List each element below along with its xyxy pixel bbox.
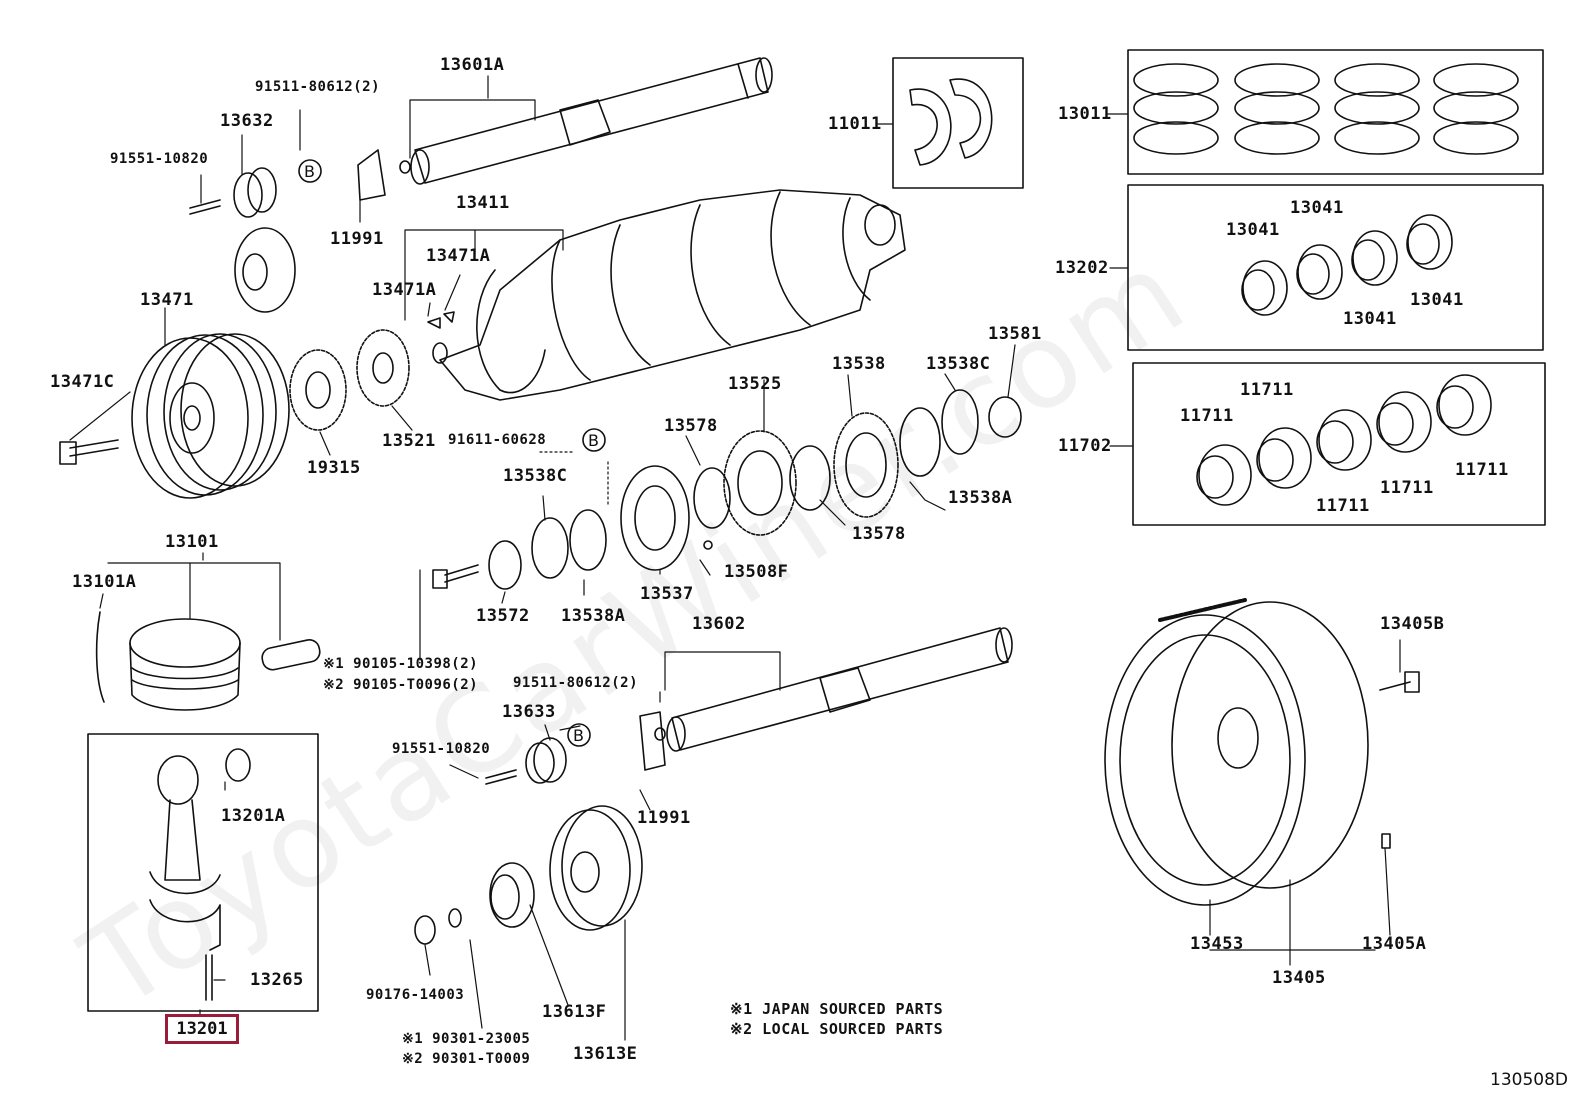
part-label[interactable]: 13581 [988, 324, 1042, 344]
part-label[interactable]: 13011 [1058, 104, 1112, 124]
part-label[interactable]: ※2 90301-T0009 [402, 1051, 531, 1067]
ref-b-lower-label: B [573, 726, 584, 745]
part-label[interactable]: 13632 [220, 111, 274, 131]
part-label[interactable]: 13578 [852, 524, 906, 544]
part-label[interactable]: 11011 [828, 114, 882, 134]
part-label[interactable]: 13405B [1380, 614, 1445, 634]
part-label[interactable]: 13572 [476, 606, 530, 626]
part-label[interactable]: 13538C [503, 466, 568, 486]
box-connecting-rod [87, 733, 319, 1012]
bolt-13471C [59, 439, 119, 465]
part-label[interactable]: 11711 [1240, 380, 1294, 400]
part-label[interactable]: 11991 [637, 808, 691, 828]
part-label[interactable]: 13538A [561, 606, 626, 626]
part-label[interactable]: 19315 [307, 458, 361, 478]
gear-13632 [189, 167, 277, 218]
part-label[interactable]: 13471A [426, 246, 491, 266]
part-label[interactable]: 11991 [330, 229, 384, 249]
diagram-code: 130508D [1490, 1070, 1568, 1090]
part-label[interactable]: 13578 [664, 416, 718, 436]
conrod-bearings [1241, 214, 1453, 316]
part-label[interactable]: 13471C [50, 372, 115, 392]
box-crank-bearings [1132, 362, 1546, 526]
part-label[interactable]: 13201A [221, 806, 286, 826]
part-label[interactable]: ※1 90301-23005 [402, 1031, 531, 1047]
ref-b-middle-label: B [588, 431, 599, 450]
part-label[interactable]: 13508F [724, 562, 789, 582]
plate-11991-upper [357, 149, 386, 201]
box-thrust-washer [892, 57, 1024, 189]
balance-gear-parts [432, 389, 1022, 590]
part-label[interactable]: 91511-80612(2) [255, 79, 381, 95]
part-label[interactable]: 13041 [1226, 220, 1280, 240]
part-label[interactable]: 13602 [692, 614, 746, 634]
part-label[interactable]: 11711 [1180, 406, 1234, 426]
thrust-washers [909, 78, 993, 166]
balance-shaft-upper [399, 57, 773, 185]
part-label[interactable]: 11711 [1316, 496, 1370, 516]
part-label[interactable]: 11702 [1058, 436, 1112, 456]
gear-13633 [485, 737, 567, 785]
part-label[interactable]: ※1 90105-10398(2) [323, 656, 479, 672]
part-label[interactable]: 13601A [440, 55, 505, 75]
ref-b-lower [567, 723, 591, 747]
part-label[interactable]: 13041 [1343, 309, 1397, 329]
part-label[interactable]: 13521 [382, 431, 436, 451]
sprocket-19315 [289, 349, 347, 431]
part-label[interactable]: 13202 [1055, 258, 1109, 278]
part-label[interactable]: 13613E [573, 1044, 638, 1064]
crank-bearings [1196, 374, 1492, 506]
part-label[interactable]: 13041 [1290, 198, 1344, 218]
part-label[interactable]: 91611-60628 [448, 432, 547, 448]
gear-13471A [234, 227, 296, 313]
part-label[interactable]: 13041 [1410, 290, 1464, 310]
part-label[interactable]: 11711 [1380, 478, 1434, 498]
crank-pulley [131, 333, 290, 499]
part-label[interactable]: 13405A [1362, 934, 1427, 954]
crankshaft [432, 189, 906, 401]
part-label[interactable]: ※2 90105-T0096(2) [323, 677, 479, 693]
box-piston-rings [1127, 49, 1544, 175]
keys-13471A [427, 311, 455, 329]
part-label[interactable]: 90176-14003 [366, 987, 465, 1003]
gear-13521 [356, 329, 410, 407]
part-label[interactable]: 91551-10820 [392, 741, 491, 757]
ref-b-middle [582, 428, 606, 452]
piston-rings [1133, 63, 1519, 155]
balance-shaft-lower [639, 627, 1013, 771]
part-label[interactable]: 13633 [502, 702, 556, 722]
pulley-13613 [414, 805, 643, 945]
part-label[interactable]: 13471 [140, 290, 194, 310]
note-local-sourced: ※2 LOCAL SOURCED PARTS [730, 1020, 944, 1038]
part-label[interactable]: 13265 [250, 970, 304, 990]
flywheel [1104, 598, 1420, 906]
leader-lines [69, 75, 1401, 1041]
part-label[interactable]: 13525 [728, 374, 782, 394]
part-label[interactable]: 13471A [372, 280, 437, 300]
ref-b-upper [298, 159, 322, 183]
note-japan-sourced: ※1 JAPAN SOURCED PARTS [730, 1000, 944, 1018]
part-label[interactable]: 11711 [1455, 460, 1509, 480]
connecting-rod [149, 748, 251, 1001]
part-label[interactable]: 13538A [948, 488, 1013, 508]
piston [95, 611, 321, 711]
selected-part-highlight[interactable]: 13201 [165, 1014, 239, 1044]
part-label[interactable]: 13537 [640, 584, 694, 604]
part-label[interactable]: 13538C [926, 354, 991, 374]
part-label[interactable]: 13453 [1190, 934, 1244, 954]
part-label[interactable]: 13405 [1272, 968, 1326, 988]
ref-b-upper-label: B [304, 162, 315, 181]
part-label[interactable]: 13538 [832, 354, 886, 374]
part-label[interactable]: 91511-80612(2) [513, 675, 639, 691]
part-label[interactable]: 91551-10820 [110, 151, 209, 167]
selected-part-label: 13201 [176, 1019, 228, 1039]
part-label[interactable]: 13101 [165, 532, 219, 552]
part-label[interactable]: 13101A [72, 572, 137, 592]
part-label[interactable]: 13613F [542, 1002, 607, 1022]
part-label[interactable]: 13411 [456, 193, 510, 213]
